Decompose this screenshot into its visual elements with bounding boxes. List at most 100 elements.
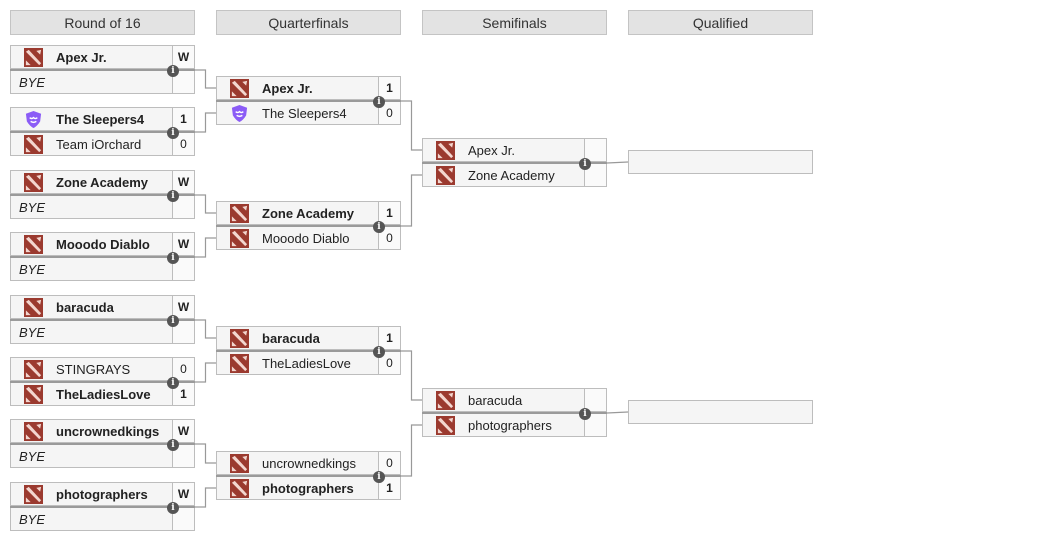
team-row[interactable]: BYE	[10, 444, 195, 468]
match-info-icon[interactable]: i	[373, 346, 385, 358]
connector-line	[195, 237, 216, 258]
dota-team-logo-icon	[24, 234, 43, 254]
team-row[interactable]: TheLadiesLove 0	[216, 351, 401, 375]
bye-label: BYE	[19, 199, 46, 215]
team-score: 0	[378, 352, 400, 374]
team-row[interactable]: Zone Academy	[422, 163, 607, 187]
team-name: Apex Jr.	[468, 142, 515, 158]
dota-team-logo-icon	[230, 353, 249, 373]
match-divider	[10, 506, 195, 508]
team-score: W	[172, 483, 194, 505]
match-divider	[216, 350, 401, 352]
match-info-icon[interactable]: i	[579, 408, 591, 420]
team-score	[584, 164, 606, 186]
match-info-icon[interactable]: i	[167, 252, 179, 264]
sleepers-team-logo-icon	[230, 104, 249, 123]
team-name: Mooodo Diablo	[262, 230, 350, 246]
team-row[interactable]: Apex Jr.1	[216, 76, 401, 100]
team-name: TheLadiesLove	[262, 355, 351, 371]
team-row[interactable]: photographers W	[10, 482, 195, 506]
team-name: The Sleepers4	[56, 111, 145, 127]
match-info-icon[interactable]: i	[373, 221, 385, 233]
team-score: W	[172, 296, 194, 318]
bye-label: BYE	[19, 324, 46, 340]
team-name: Zone Academy	[468, 167, 555, 183]
team-score: 0	[172, 133, 194, 155]
match-divider	[10, 319, 195, 321]
team-row[interactable]: Apex Jr.	[422, 138, 607, 162]
dota-team-logo-icon	[24, 359, 43, 379]
dota-team-logo-icon	[24, 297, 43, 317]
team-row[interactable]: BYE	[10, 257, 195, 281]
match-info-icon[interactable]: i	[167, 377, 179, 389]
team-score: 1	[172, 383, 194, 405]
match-info-icon[interactable]: i	[373, 471, 385, 483]
team-row[interactable]: baracuda 1	[216, 326, 401, 350]
match-info-icon[interactable]: i	[167, 502, 179, 514]
sleepers-team-logo-icon	[24, 110, 43, 129]
dota-team-logo-icon	[24, 134, 43, 154]
team-score	[172, 258, 194, 280]
team-score: 1	[172, 108, 194, 130]
match-info-icon[interactable]: i	[167, 439, 179, 451]
team-row[interactable]: The Sleepers4 1	[10, 107, 195, 131]
team-row[interactable]: baracuda W	[10, 295, 195, 319]
dota-team-logo-icon	[24, 384, 43, 404]
team-name: The Sleepers4	[262, 105, 347, 121]
team-score: 0	[378, 452, 400, 474]
team-score: 1	[378, 327, 400, 349]
team-row[interactable]: photographers	[422, 413, 607, 437]
team-row[interactable]: Apex Jr.W	[10, 45, 195, 69]
qualified-slot[interactable]	[628, 400, 813, 424]
connector-line	[195, 319, 216, 339]
team-row[interactable]: uncrownedkings 0	[216, 451, 401, 475]
match-info-icon[interactable]: i	[167, 315, 179, 327]
match-divider	[10, 381, 195, 383]
team-name: baracuda	[262, 330, 320, 346]
qualified-slot[interactable]	[628, 150, 813, 174]
dota-team-logo-icon	[24, 47, 43, 67]
team-row[interactable]: BYE	[10, 507, 195, 531]
team-name: photographers	[56, 486, 148, 502]
team-name: Apex Jr.	[262, 80, 313, 96]
team-score	[172, 445, 194, 467]
match-divider	[10, 131, 195, 133]
team-row[interactable]: BYE	[10, 320, 195, 344]
connector-line	[606, 161, 629, 164]
match-info-icon[interactable]: i	[373, 96, 385, 108]
dota-team-logo-icon	[24, 172, 43, 192]
team-name: uncrownedkings	[262, 455, 356, 471]
dota-team-logo-icon	[436, 140, 455, 160]
header-semifinals: Semifinals	[422, 10, 607, 35]
team-row[interactable]: baracuda	[422, 388, 607, 412]
match-divider	[10, 69, 195, 71]
team-name: baracuda	[56, 299, 114, 315]
connector-line	[401, 174, 422, 227]
match-info-icon[interactable]: i	[167, 65, 179, 77]
bye-label: BYE	[19, 511, 46, 527]
team-score: W	[172, 46, 194, 68]
dota-team-logo-icon	[230, 478, 249, 498]
dota-team-logo-icon	[230, 453, 249, 473]
match-info-icon[interactable]: i	[167, 190, 179, 202]
team-name: baracuda	[468, 392, 523, 408]
dota-team-logo-icon	[230, 203, 249, 223]
connector-line	[195, 487, 216, 508]
team-score	[172, 71, 194, 93]
team-name: Zone Academy	[262, 205, 354, 221]
match-info-icon[interactable]: i	[167, 127, 179, 139]
team-row[interactable]: BYE	[10, 195, 195, 219]
match-info-icon[interactable]: i	[579, 158, 591, 170]
match-divider	[216, 475, 401, 477]
dota-team-logo-icon	[436, 165, 455, 185]
